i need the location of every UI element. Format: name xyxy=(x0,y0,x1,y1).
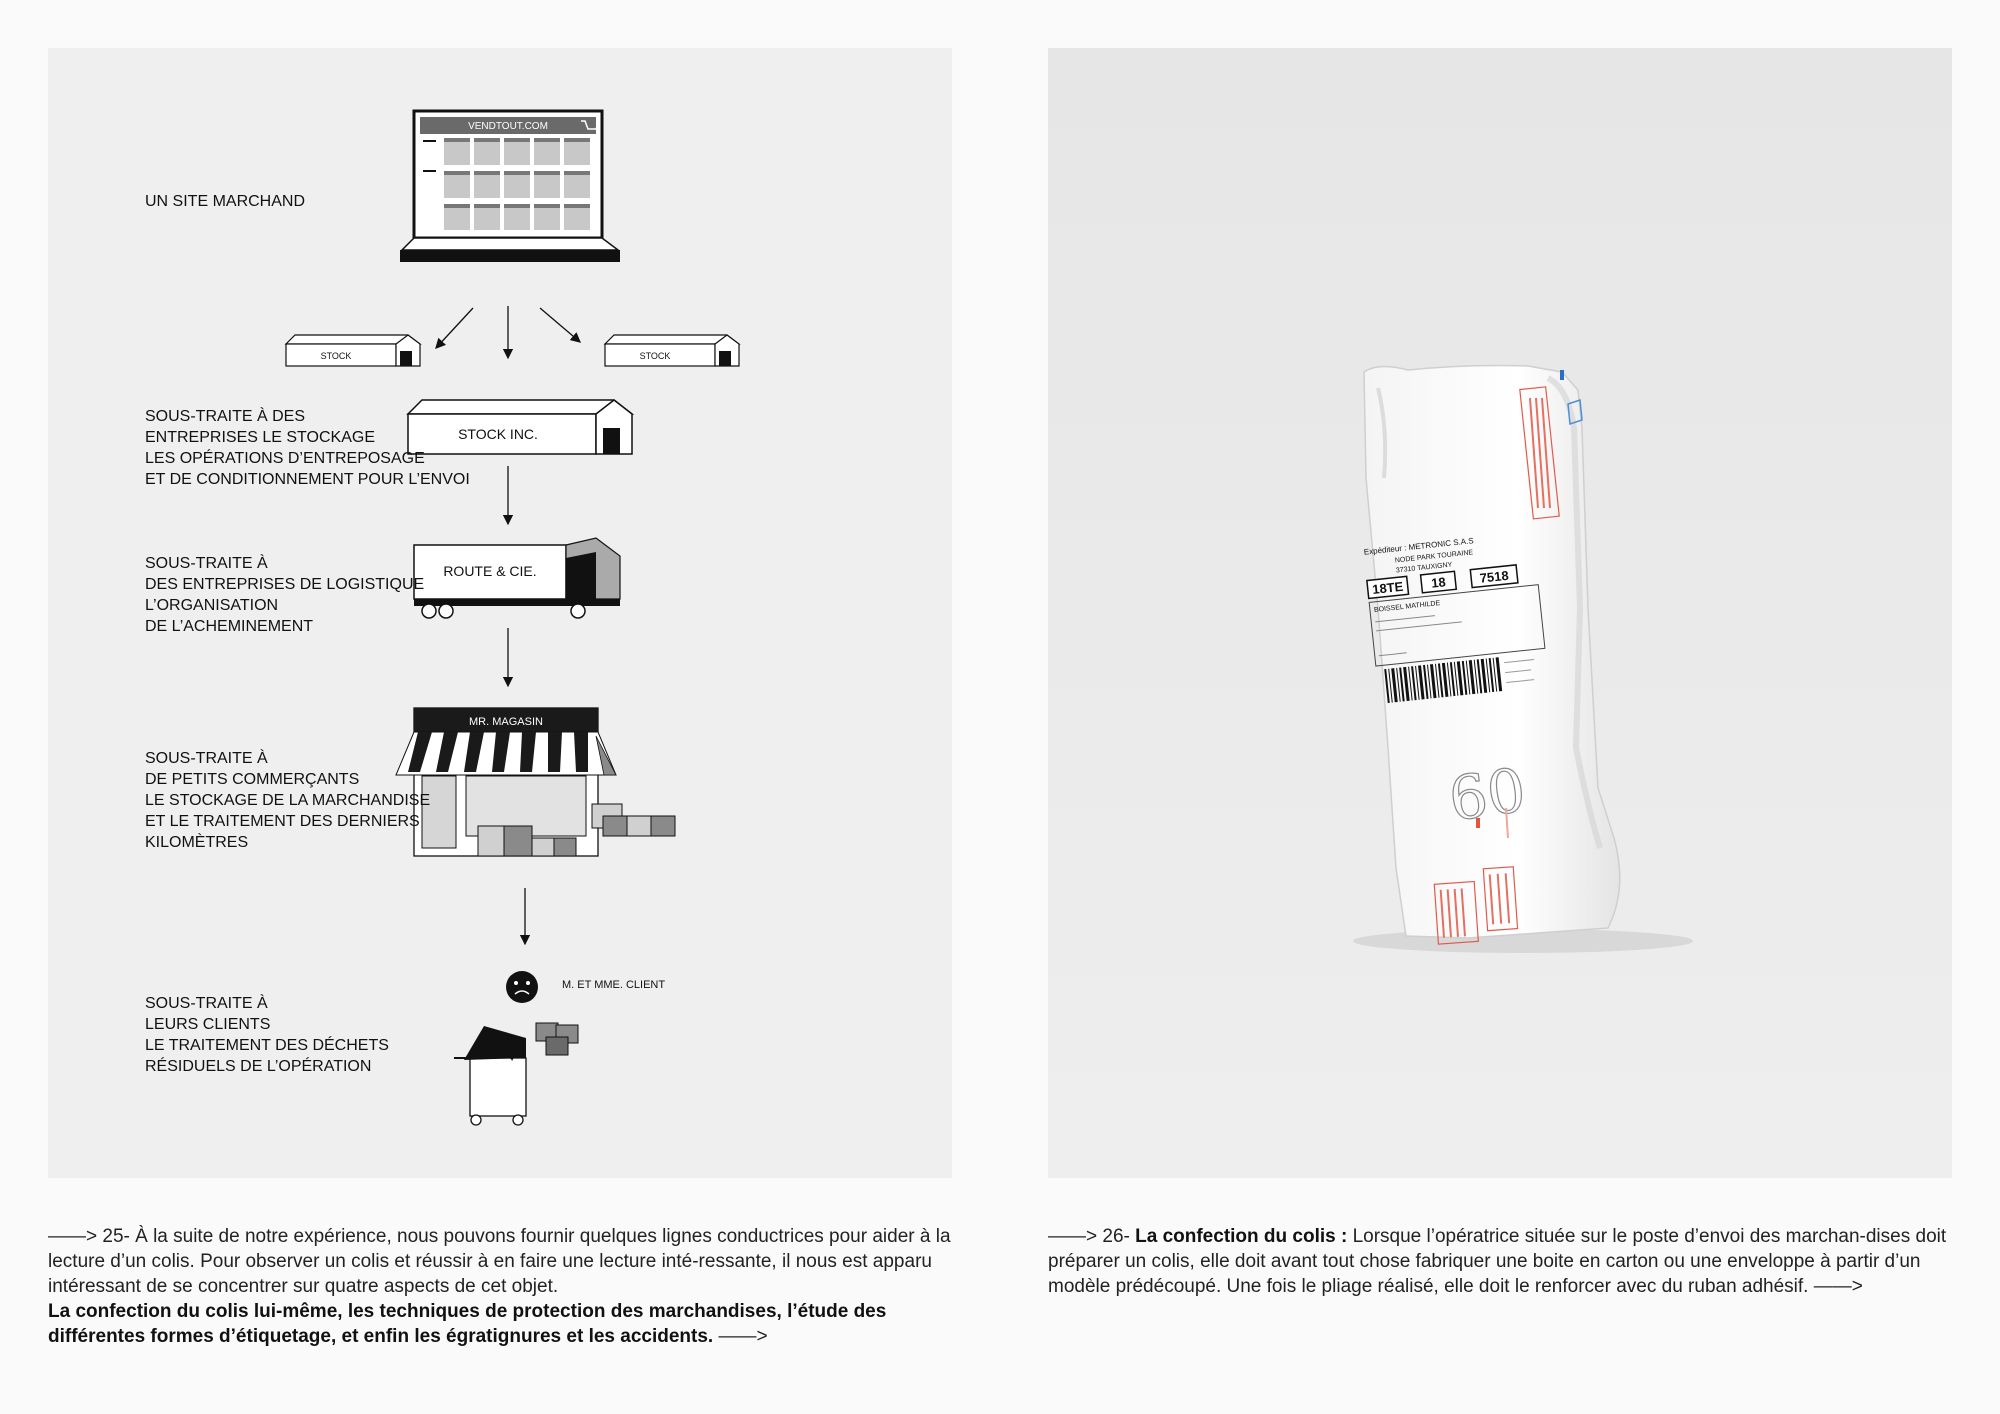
red-notice-box xyxy=(1433,866,1519,945)
client-line: RÉSIDUELS DE L’OPÉRATION xyxy=(145,1056,371,1075)
warehouse-icon: STOCK xyxy=(284,334,422,367)
parcel-illustration: Expéditeur : METRONIC S.A.S NODE PARK TO… xyxy=(1048,48,1952,1178)
handwritten-number: 60 xyxy=(1445,755,1530,835)
shipping-label: Expéditeur : METRONIC S.A.S NODE PARK TO… xyxy=(1363,536,1546,704)
truck-icon: ROUTE & CIE. xyxy=(413,537,621,619)
shop-line: KILOMÈTRES xyxy=(145,832,248,851)
stock-small-right-label: STOCK xyxy=(640,351,671,361)
sad-face-icon xyxy=(506,971,538,1003)
shop-line: SOUS-TRAITE À xyxy=(145,748,268,767)
stock-small-left-label: STOCK xyxy=(321,351,352,361)
label-box-2: 18 xyxy=(1430,574,1446,590)
client-label: M. ET MME. CLIENT xyxy=(562,979,665,991)
red-warning-text xyxy=(1519,386,1560,520)
logistics-text: SOUS-TRAITE À DES ENTREPRISES DE LOGISTI… xyxy=(145,553,429,635)
caption-right-prefix: ——> 26- xyxy=(1048,1226,1136,1247)
storage-line: SOUS-TRAITE À DES xyxy=(145,406,305,425)
shop-line: LE STOCKAGE DE LA MARCHANDISE xyxy=(145,792,430,809)
shop-name: MR. MAGASIN xyxy=(469,716,543,728)
caption-left-end: ——> xyxy=(713,1326,768,1347)
client-line: LE TRAITEMENT DES DÉCHETS xyxy=(145,1035,389,1054)
storage-text: SOUS-TRAITE À DES ENTREPRISES LE STOCKAG… xyxy=(145,406,470,488)
parcel-photo: Expéditeur : METRONIC S.A.S NODE PARK TO… xyxy=(1048,48,1952,1178)
logistics-line: SOUS-TRAITE À xyxy=(145,553,268,572)
shop-line: DE PETITS COMMERÇANTS xyxy=(145,771,359,788)
caption-right-text: Lorsque l’opératrice située sur le poste… xyxy=(1048,1226,1947,1297)
client-line: LEURS CLIENTS xyxy=(145,1016,270,1033)
client-line: SOUS-TRAITE À xyxy=(145,993,268,1012)
logistics-line: DE L’ACHEMINEMENT xyxy=(145,618,313,635)
caption-left-bold: La confection du colis lui-même, les tec… xyxy=(48,1301,887,1347)
barcode xyxy=(1384,657,1503,704)
logistics-line: L’ORGANISATION xyxy=(145,597,278,614)
caption-right: ——> 26- La confection du colis : Lorsque… xyxy=(1048,1224,1952,1299)
storage-line: ENTREPRISES LE STOCKAGE xyxy=(145,429,375,446)
site-name: VENDTOUT.COM xyxy=(468,121,548,132)
warehouse-icon: STOCK INC. xyxy=(406,399,635,455)
caption-right-bold: La confection du colis : xyxy=(1135,1226,1348,1247)
caption-left: ——> 25- À la suite de notre expérience, … xyxy=(48,1224,952,1349)
caption-left-intro: ——> 25- À la suite de notre expérience, … xyxy=(48,1226,951,1297)
storage-line: ET DE CONDITIONNEMENT POUR L’ENVOI xyxy=(145,471,470,488)
logistics-line: DES ENTREPRISES DE LOGISTIQUE xyxy=(145,576,424,593)
laptop-icon: VENDTOUT.COM xyxy=(400,109,621,262)
supply-chain-diagram: VENDTOUT.COM UN SITE MARCHAND xyxy=(145,109,741,1126)
storage-line: LES OPÉRATIONS D’ENTREPOSAGE xyxy=(145,448,425,467)
shop-text: SOUS-TRAITE À DE PETITS COMMERÇANTS LE S… xyxy=(145,748,435,851)
client-text: SOUS-TRAITE À LEURS CLIENTS LE TRAITEMEN… xyxy=(145,993,393,1075)
shop-line: ET LE TRAITEMENT DES DERNIERS xyxy=(145,813,420,830)
warehouse-icon: STOCK xyxy=(603,334,741,367)
truck-label: ROUTE & CIE. xyxy=(443,563,536,579)
stock-main-label: STOCK INC. xyxy=(458,426,538,442)
diagram-panel: VENDTOUT.COM UN SITE MARCHAND xyxy=(48,48,952,1178)
site-label: UN SITE MARCHAND xyxy=(145,193,305,210)
shop-icon: MR. MAGASIN xyxy=(395,707,676,857)
trash-bin-icon xyxy=(454,1022,579,1126)
label-box-1: 18TE xyxy=(1372,579,1405,597)
label-box-3: 7518 xyxy=(1479,568,1509,586)
